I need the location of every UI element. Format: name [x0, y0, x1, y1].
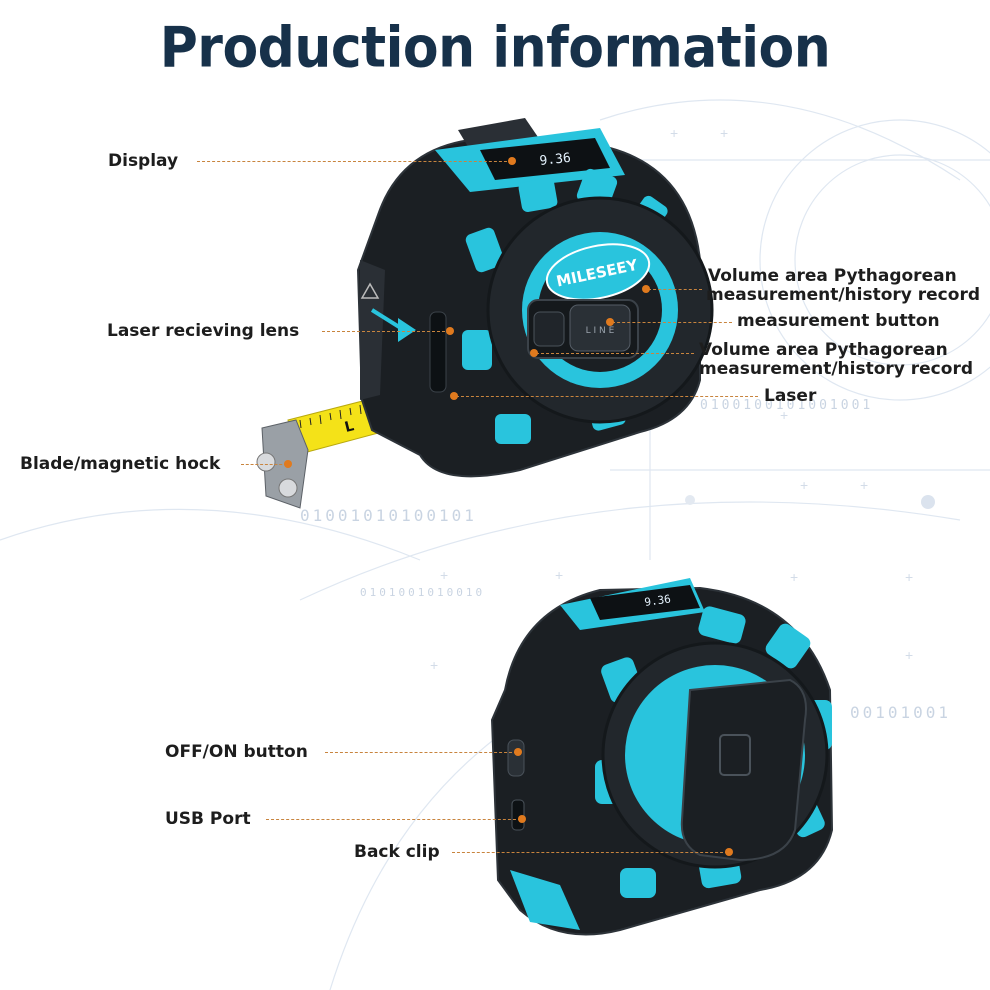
label-laser-lens: Laser recieving lens [107, 321, 300, 341]
leader-measurement-button [612, 322, 732, 323]
label-volume-2-line1: Volume area Pythagorean [699, 340, 948, 360]
label-volume-1-line2: measurement/history record [706, 285, 980, 305]
label-usb-port: USB Port [165, 809, 251, 829]
svg-text:+: + [905, 569, 913, 585]
background-binary-4: 00101001 [850, 703, 952, 722]
label-laser: Laser [764, 386, 817, 406]
svg-text:+: + [860, 477, 868, 493]
svg-text:+: + [555, 567, 563, 583]
leader-blade [241, 464, 287, 465]
label-volume-1-line1: Volume area Pythagorean [708, 266, 957, 286]
svg-text:+: + [790, 569, 798, 585]
label-back-clip: Back clip [354, 842, 440, 862]
measurement-button-shape [569, 304, 631, 352]
background-binary-1: 0100100101001001 [700, 398, 874, 413]
dot-measurement-button [606, 318, 614, 326]
leader-display [197, 161, 512, 162]
dot-back-clip [725, 848, 733, 856]
label-measurement-button: measurement button [737, 311, 940, 331]
leader-volume-1 [648, 289, 702, 290]
svg-text:L I N E: L I N E [586, 326, 615, 336]
svg-text:+: + [800, 477, 808, 493]
leader-usb [266, 819, 521, 820]
dot-usb [518, 815, 526, 823]
dot-laser [450, 392, 458, 400]
background-binary-2: 01001010100101 [300, 506, 477, 525]
dot-onoff [514, 748, 522, 756]
dot-display [508, 157, 516, 165]
svg-text:+: + [905, 647, 913, 663]
label-display: Display [108, 151, 179, 171]
svg-text:+: + [780, 407, 788, 423]
svg-text:+: + [720, 125, 728, 141]
back-display-reading: 9.36 [644, 592, 672, 609]
back-clip-shape [680, 678, 807, 862]
blade-mark: L [343, 418, 356, 436]
leader-laser [456, 396, 758, 397]
label-onoff-button: OFF/ON button [165, 742, 308, 762]
svg-text:+: + [440, 567, 448, 583]
svg-text:+: + [430, 657, 438, 673]
leader-volume-2 [536, 353, 694, 354]
dot-blade [284, 460, 292, 468]
device-display-reading: 9.36 [539, 151, 572, 169]
label-blade-hook: Blade/magnetic hock [20, 454, 221, 474]
leader-laser-lens [322, 331, 450, 332]
dot-volume-1 [642, 285, 650, 293]
leader-onoff [325, 752, 517, 753]
page-title: Production information [159, 15, 831, 81]
dot-laser-lens [446, 327, 454, 335]
leader-back-clip [452, 852, 728, 853]
svg-text:+: + [670, 125, 678, 141]
background-binary-3: 0101001010010 [360, 586, 486, 599]
label-volume-2-line2: measurement/history record [699, 359, 973, 379]
dot-volume-2 [530, 349, 538, 357]
